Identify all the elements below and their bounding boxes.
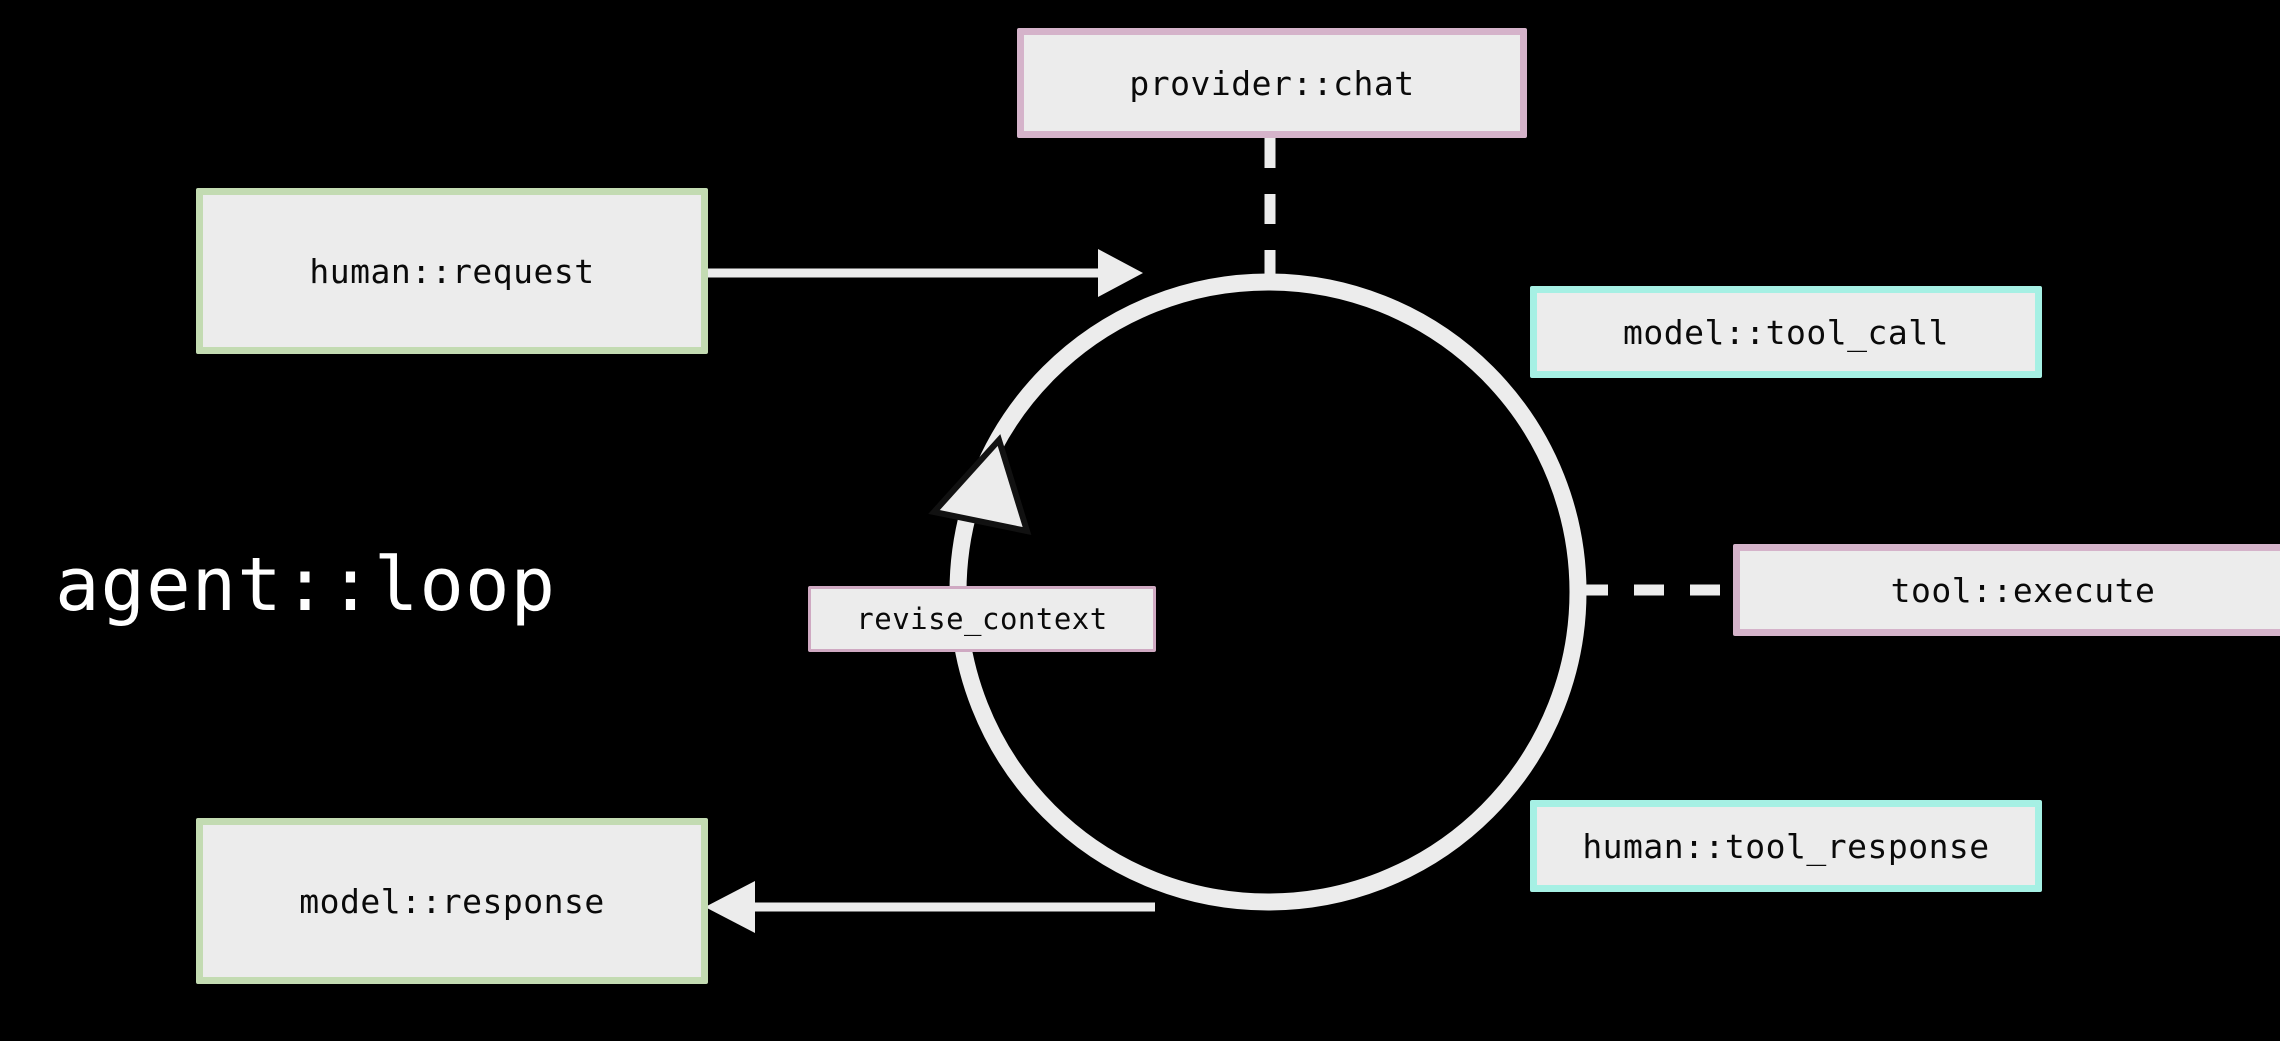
node-human-tool-response[interactable]: human::tool_response bbox=[1530, 800, 2042, 892]
diagram-title: agent::loop bbox=[55, 542, 557, 628]
node-human-request-label: human::request bbox=[309, 251, 595, 291]
node-provider-chat-label: provider::chat bbox=[1129, 63, 1415, 103]
node-model-tool-call-label: model::tool_call bbox=[1623, 312, 1949, 352]
node-model-tool-call[interactable]: model::tool_call bbox=[1530, 286, 2042, 378]
node-human-tool-response-label: human::tool_response bbox=[1582, 826, 1990, 866]
node-model-response[interactable]: model::response bbox=[196, 818, 708, 984]
node-provider-chat[interactable]: provider::chat bbox=[1017, 28, 1527, 138]
node-tool-execute[interactable]: tool::execute bbox=[1733, 544, 2280, 636]
edge-request-to-loop-arrowhead-icon bbox=[1098, 249, 1143, 297]
node-tool-execute-label: tool::execute bbox=[1890, 570, 2156, 610]
node-human-request[interactable]: human::request bbox=[196, 188, 708, 354]
loop-arrowhead-icon bbox=[928, 434, 1032, 535]
node-revise-context[interactable]: revise_context bbox=[808, 586, 1156, 652]
node-revise-context-label: revise_context bbox=[856, 601, 1108, 636]
node-model-response-label: model::response bbox=[299, 881, 605, 921]
edge-loop-to-response-arrowhead-icon bbox=[705, 881, 755, 933]
